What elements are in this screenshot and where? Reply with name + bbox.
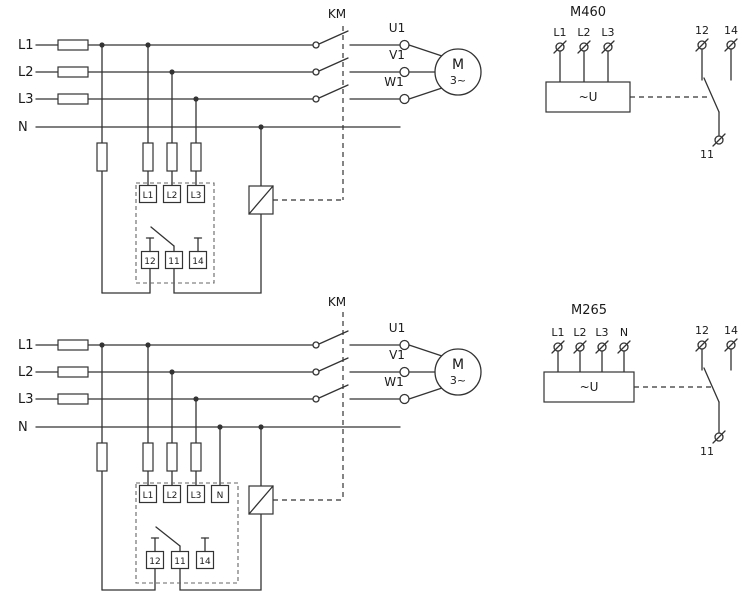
bottom-phase-label-l3: L3 [18,392,34,407]
top-motor-terminals [399,39,443,105]
bottom-relay-in-n: N [217,491,224,501]
top-km-label: KM [328,7,346,21]
bottom-circuit: L1 L2 L3 N [18,295,738,591]
bottom-relay-out-11: 11 [174,557,185,567]
bottom-relay-contact-icon [150,526,210,553]
fuse-icon [96,142,108,172]
m460-title: M460 [570,5,606,20]
m460-contact-label-14: 14 [724,24,738,37]
m265-contact-label-12: 12 [695,324,709,337]
fuse-icon [142,142,154,172]
bottom-relay-out-12: 12 [149,557,160,567]
top-relay-in-l3: L3 [191,191,202,201]
bottom-relay-box: L1 L2 L3 N 12 11 14 [135,482,239,584]
top-circuit: L1 L2 L3 N [18,5,738,294]
bottom-line-fuse-icons [57,339,89,405]
bottom-terminal-label-w1: W1 [384,375,404,389]
top-control-wires [101,213,262,294]
bottom-motor: M 3~ [434,348,482,396]
m265-title: M265 [571,303,607,318]
bottom-motor-letter: M [452,357,464,373]
m460-output-contact-icon [695,38,738,147]
top-phase-label-l1: L1 [18,38,34,53]
top-terminal-label-u1: U1 [389,21,405,35]
m265-input-terminal-icons [551,340,631,373]
top-phase-label-n: N [18,120,28,135]
m265-contact-label-11: 11 [700,445,714,458]
fuse-icon [142,442,154,472]
top-relay-box: L1 L2 L3 12 11 14 [135,182,215,284]
m265-input-label-l1: L1 [551,326,564,339]
module-m265: M265 L1 L2 L3 N ~U 12 14 [543,303,738,458]
m265-unit-label: ~U [580,380,599,394]
m265-input-label-l3: L3 [595,326,608,339]
top-line-fuse-icons [57,39,89,105]
m460-input-terminal-icons [553,40,615,83]
m265-output-contact-icon [695,338,738,444]
bottom-junction-dots [99,342,264,430]
bottom-relay-in-l3: L3 [191,491,202,501]
top-contactor-poles [312,30,401,103]
m460-contact-label-11: 11 [700,148,714,161]
bottom-relay-out-14: 14 [199,557,211,567]
bottom-motor-phase-symbol: 3~ [450,374,466,387]
top-relay-out-11: 11 [168,257,179,267]
m460-unit-box [545,81,631,113]
m265-contact-label-14: 14 [724,324,738,337]
top-mechanical-link [273,26,344,201]
top-relay-contact-icon [145,226,203,253]
top-relay-out-12: 12 [144,257,155,267]
bottom-phase-label-n: N [18,420,28,435]
m460-input-label-l2: L2 [577,26,590,39]
top-motor-letter: M [452,57,464,73]
bottom-mechanical-link [273,312,344,501]
fuse-icon [96,442,108,472]
fuse-icon [166,142,178,172]
bottom-motor-terminals [399,339,443,405]
fuse-icon [190,142,202,172]
m265-unit-box [543,371,635,403]
top-terminal-label-w1: W1 [384,75,404,89]
m265-input-label-l2: L2 [573,326,586,339]
top-tap-wires [96,44,202,294]
fuse-icon [190,442,202,472]
top-phase-label-l3: L3 [18,92,34,107]
m265-input-label-n: N [620,326,628,339]
m460-contact-label-12: 12 [695,24,709,37]
bottom-phase-label-l2: L2 [18,365,34,380]
bottom-relay-in-l1: L1 [143,491,154,501]
bottom-tap-wires [96,344,221,591]
top-relay-in-l1: L1 [143,191,154,201]
bottom-control-wires [101,513,262,591]
module-m460: M460 L1 L2 L3 ~U 12 14 [545,5,738,161]
top-junction-dots [99,42,264,130]
top-terminal-label-v1: V1 [389,48,405,62]
bottom-phase-label-l1: L1 [18,338,34,353]
bottom-contactor-coil [248,426,274,515]
bottom-contactor-poles [312,330,401,403]
top-phase-label-l2: L2 [18,65,34,80]
top-relay-in-l2: L2 [167,191,178,201]
bottom-km-label: KM [328,295,346,309]
top-contactor-coil [248,126,274,215]
top-relay-out-14: 14 [192,257,204,267]
bottom-terminal-label-v1: V1 [389,348,405,362]
fuse-icon [166,442,178,472]
m460-input-label-l1: L1 [553,26,566,39]
bottom-relay-in-l2: L2 [167,491,178,501]
top-motor-phase-symbol: 3~ [450,74,466,87]
m460-unit-label: ~U [579,90,598,104]
top-motor: M 3~ [434,48,482,96]
m460-input-label-l3: L3 [601,26,614,39]
bottom-terminal-label-u1: U1 [389,321,405,335]
